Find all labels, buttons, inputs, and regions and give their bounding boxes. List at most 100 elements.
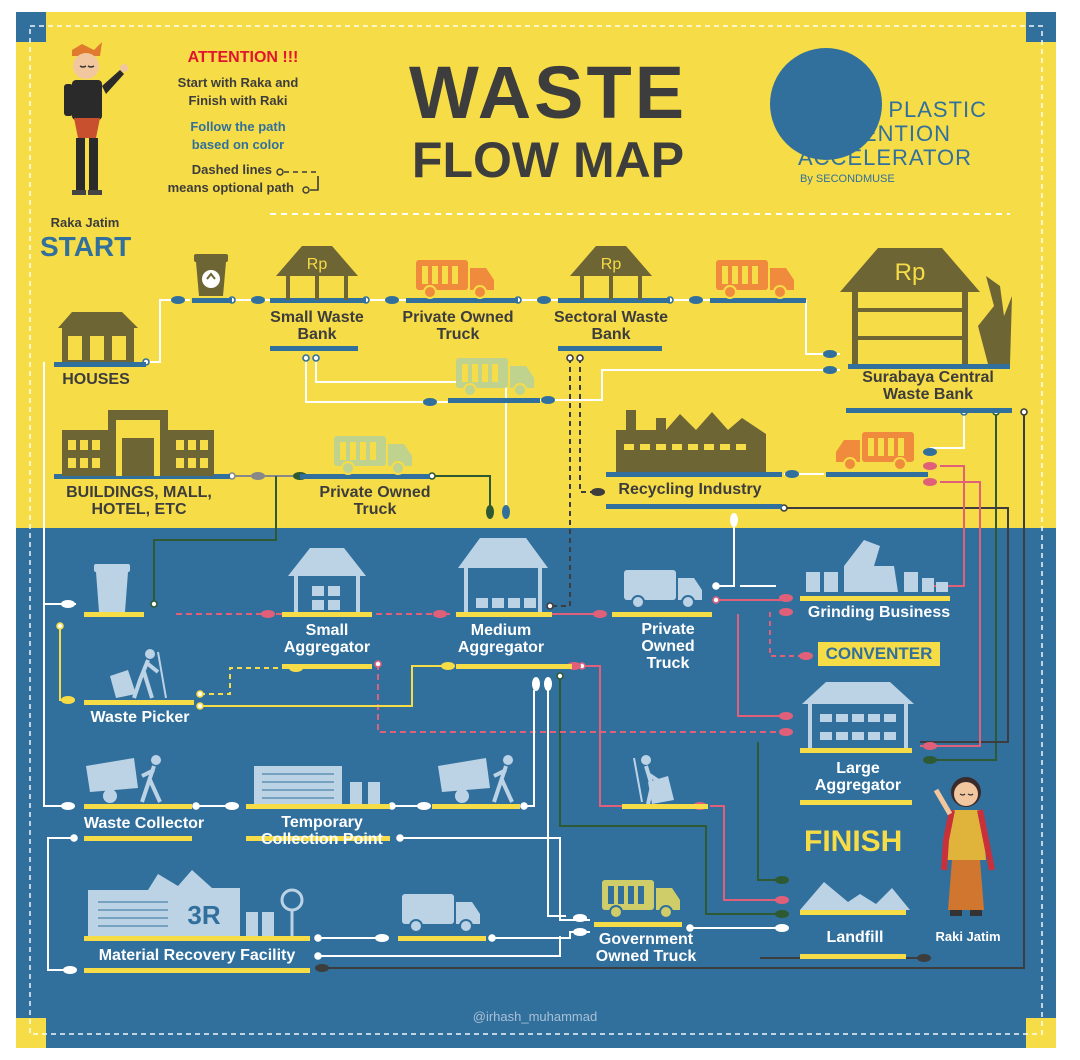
rp-badge: Rp xyxy=(895,259,926,286)
orange-truck-icon xyxy=(836,432,914,471)
green-truck-icon xyxy=(456,358,534,397)
platform xyxy=(246,836,390,841)
raka-character-icon xyxy=(64,42,128,195)
logo-line: ACCELERATOR xyxy=(798,145,973,170)
platform xyxy=(84,700,194,705)
platform xyxy=(246,804,390,809)
government-truck-icon xyxy=(602,880,680,919)
scavenger-icon xyxy=(633,755,674,804)
attention-heading: ATTENTION !!! xyxy=(187,49,299,66)
waste-picker-icon xyxy=(110,649,167,699)
government-truck-label: Owned Truck xyxy=(595,948,697,965)
platform xyxy=(84,804,192,809)
credit-footer: @irhash_muhammad xyxy=(472,1009,598,1024)
platform xyxy=(456,664,572,669)
platform xyxy=(84,836,192,841)
conventer-badge: CONVENTER xyxy=(818,642,940,666)
platform xyxy=(432,804,520,809)
platform xyxy=(710,298,806,303)
platform xyxy=(192,298,232,303)
platform xyxy=(558,298,670,303)
buildings-label: HOTEL, ETC xyxy=(91,501,187,518)
small-waste-bank-icon: Rp xyxy=(276,246,358,300)
platform xyxy=(84,968,310,973)
platform xyxy=(800,800,912,805)
private-truck-mid-label: Truck xyxy=(353,501,397,518)
platform xyxy=(270,346,358,351)
waste-picker-label: Waste Picker xyxy=(90,709,190,726)
medium-aggregator-label: Aggregator xyxy=(457,639,545,656)
landfill-icon xyxy=(800,882,910,910)
medium-aggregator-label: Medium xyxy=(470,622,532,639)
material-recovery-facility-label: Material Recovery Facility xyxy=(98,947,296,964)
finish-character-name: Raki Jatim xyxy=(935,929,1001,944)
platform xyxy=(606,472,782,477)
large-aggregator-label: Large xyxy=(836,760,880,777)
temporary-collection-point-label: Collection Point xyxy=(261,831,383,848)
sectoral-waste-bank-icon: Rp xyxy=(570,246,652,300)
temporary-collection-point-label: Temporary xyxy=(281,814,363,831)
central-waste-bank-icon: Rp xyxy=(840,248,1012,364)
platform xyxy=(594,922,682,927)
landfill-label: Landfill xyxy=(826,929,884,946)
rp-badge: Rp xyxy=(601,256,622,273)
logo-line: OCEAN PLASTIC xyxy=(798,97,988,122)
private-truck-label: Private Owned xyxy=(402,309,514,326)
grinding-business-label: Grinding Business xyxy=(807,604,951,621)
platform xyxy=(800,748,912,753)
platform xyxy=(846,408,1012,413)
opp-accelerator-logo-icon xyxy=(770,48,882,160)
page-title-line1: WASTE xyxy=(408,51,688,134)
instruction-text: Follow the path xyxy=(190,119,286,134)
private-truck-low-label: Truck xyxy=(646,655,690,672)
trash-bin-icon xyxy=(94,564,130,612)
waste-collector-icon xyxy=(86,755,162,803)
small-waste-bank-label: Bank xyxy=(297,326,337,343)
platform xyxy=(270,298,366,303)
large-aggregator-icon xyxy=(802,682,914,748)
buildings-label: BUILDINGS, MALL, xyxy=(66,484,212,501)
houses-icon xyxy=(58,312,138,362)
logo-line: PREVENTION xyxy=(798,121,952,146)
platform xyxy=(84,612,144,617)
surabaya-waste-bank-label: Surabaya Central xyxy=(862,369,994,386)
rp-badge: Rp xyxy=(307,256,328,273)
platform xyxy=(54,362,146,367)
platform xyxy=(300,474,430,479)
small-aggregator-icon xyxy=(288,548,366,612)
platform xyxy=(848,364,1010,369)
platform xyxy=(84,936,310,941)
platform xyxy=(612,612,712,617)
surabaya-waste-bank-label: Waste Bank xyxy=(882,386,974,403)
waste-collector-label: Waste Collector xyxy=(83,815,205,832)
raki-character-icon xyxy=(933,777,995,916)
platform xyxy=(456,612,552,617)
medium-aggregator-icon xyxy=(458,538,548,612)
small-aggregator-label: Small xyxy=(305,622,349,639)
blue-truck-icon xyxy=(402,894,480,933)
platform xyxy=(606,504,782,509)
temporary-collection-point-icon xyxy=(254,766,380,804)
platform xyxy=(448,398,540,403)
green-truck-icon xyxy=(334,436,412,475)
finish-label: FINISH xyxy=(804,825,903,858)
small-waste-bank-label: Small Waste xyxy=(270,309,364,326)
private-truck-mid-label: Private Owned xyxy=(319,484,431,501)
government-truck-label: Government xyxy=(598,931,694,948)
sectoral-waste-bank-label: Bank xyxy=(591,326,631,343)
building-mall-icon xyxy=(62,410,214,476)
platform xyxy=(282,664,372,669)
trash-bin-icon xyxy=(194,254,228,296)
instruction-text: means optional path xyxy=(167,180,294,195)
platform xyxy=(558,346,662,351)
dashed-line-legend-icon xyxy=(276,168,320,194)
start-label: START xyxy=(40,231,132,262)
logo-byline: By SECONDMUSE xyxy=(800,173,895,185)
platform xyxy=(54,474,230,479)
orange-truck-icon xyxy=(716,260,794,299)
page-title-line2: FLOW MAP xyxy=(411,132,685,188)
cart-collector-icon xyxy=(438,755,514,803)
orange-truck-icon xyxy=(416,260,494,299)
